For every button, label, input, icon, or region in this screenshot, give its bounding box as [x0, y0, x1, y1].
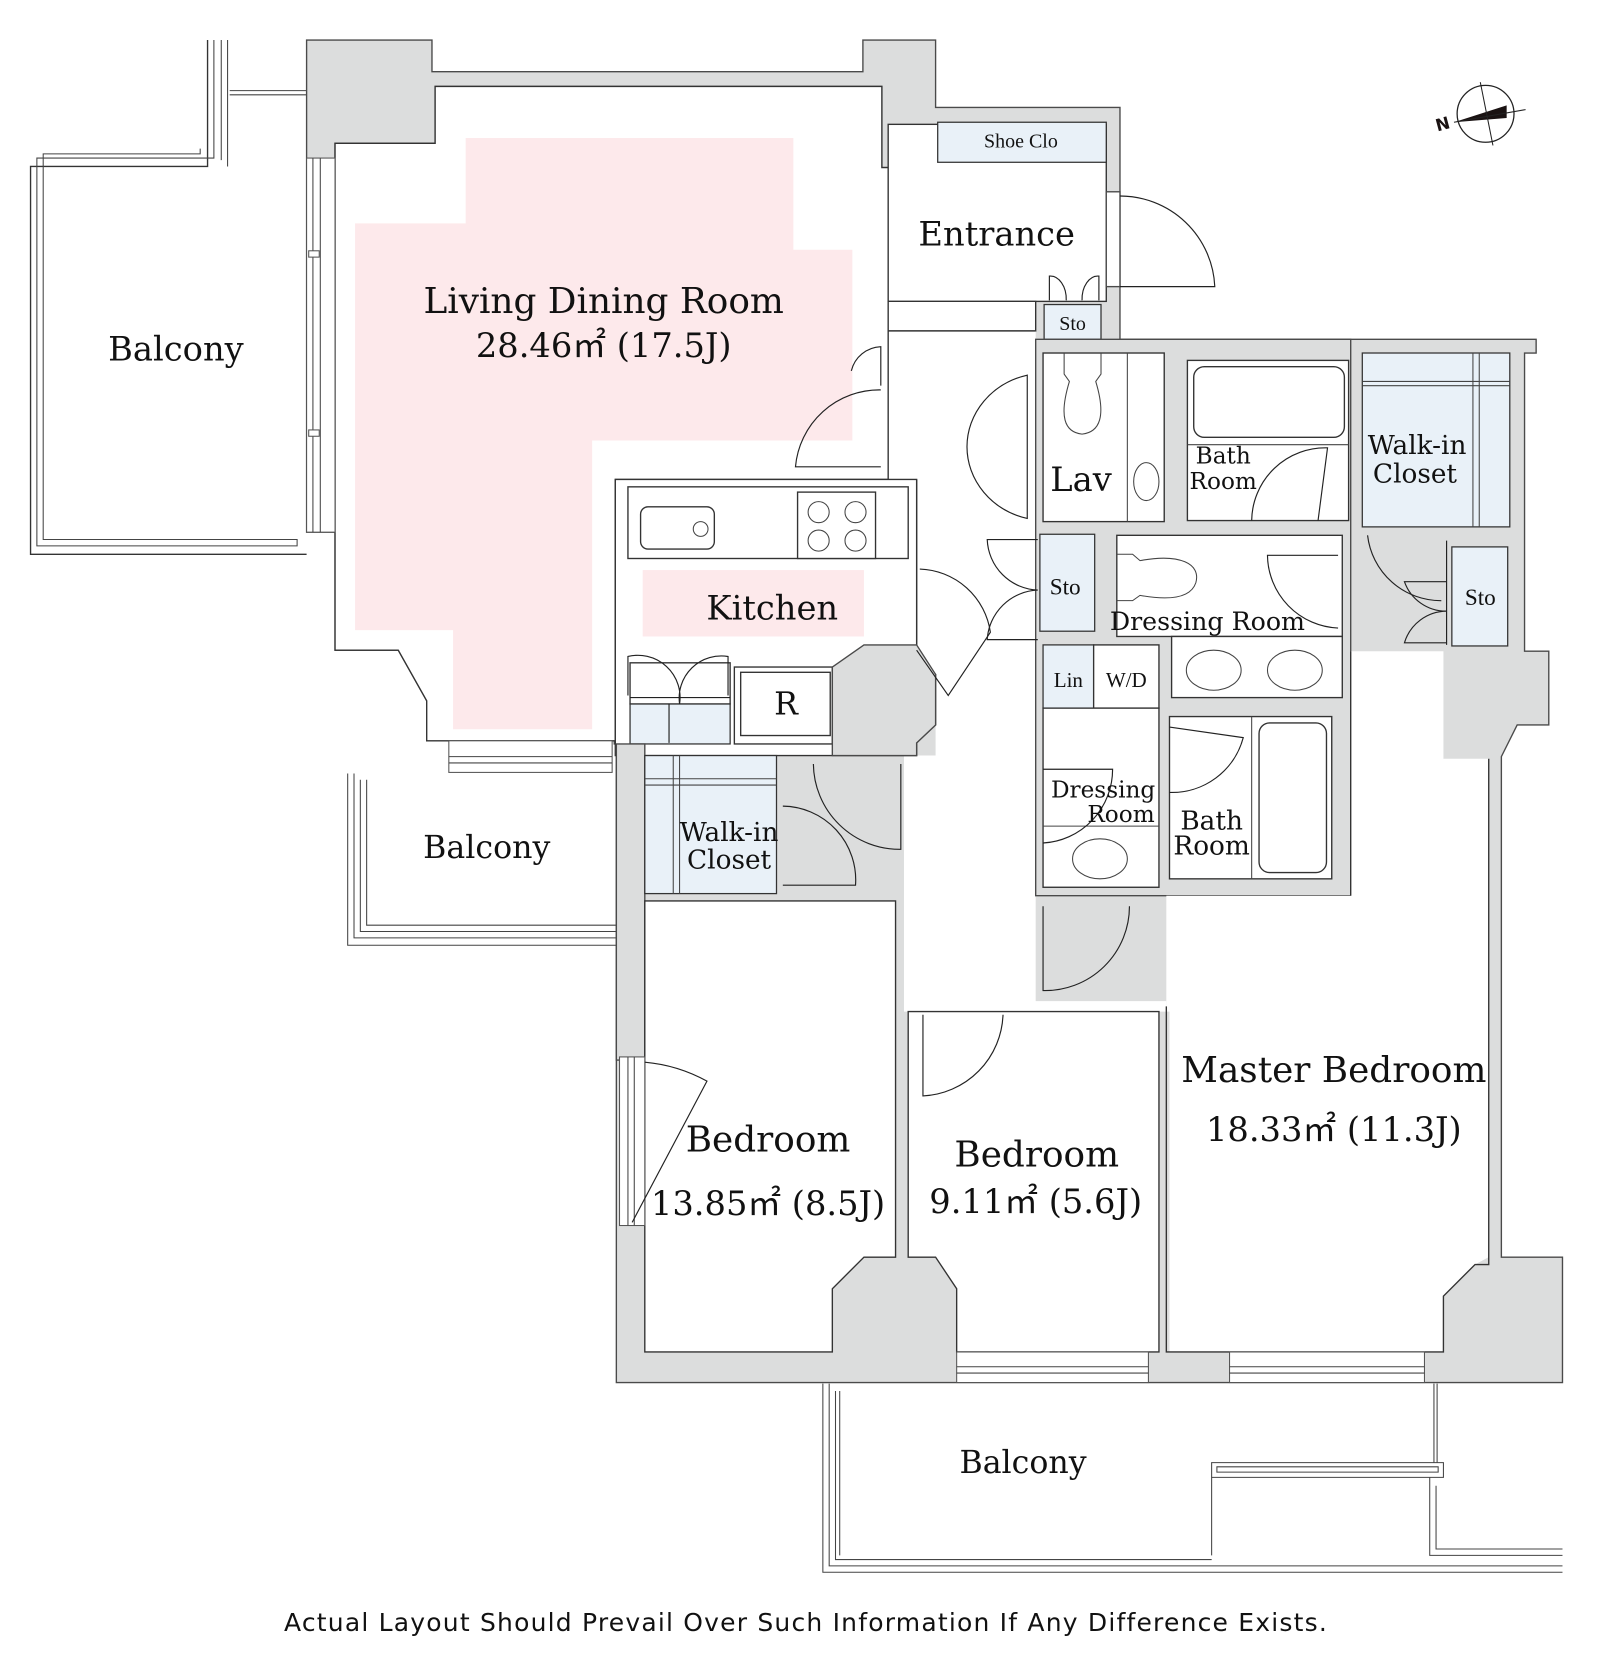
bath1-line1: Bath — [1196, 443, 1251, 470]
sto-master-label: Sto — [1465, 585, 1496, 611]
balcony-south-label: Balcony — [959, 1445, 1086, 1481]
wic-ne-line1: Walk-in — [1368, 431, 1467, 461]
north-arrow-icon: N — [1433, 82, 1526, 146]
ldr-area: 28.46㎡ (17.5J) — [476, 326, 732, 365]
dressing1-label: Dressing Room — [1110, 607, 1305, 636]
bedroom2-name: Bedroom — [954, 1135, 1119, 1176]
ldr-name: Living Dining Room — [424, 281, 784, 322]
bath2-line2: Room — [1173, 832, 1250, 862]
bedroom1-name: Bedroom — [686, 1120, 851, 1161]
dressing2-line1: Dressing — [1051, 777, 1155, 804]
bath-core: Lav Bath Room Sto Dressing Room Lin W/D … — [966, 338, 1352, 992]
balcony-south: Balcony — [822, 1383, 1563, 1573]
refrigerator-label: R — [774, 686, 799, 722]
master-name: Master Bedroom — [1181, 1050, 1486, 1091]
wic-west-line2: Closet — [687, 845, 772, 875]
washer-dryer-label: W/D — [1106, 668, 1147, 692]
kitchen-label: Kitchen — [706, 589, 838, 628]
wic-ne-line2: Closet — [1373, 460, 1458, 490]
sto-entrance-label: Sto — [1059, 313, 1086, 335]
walk-in-closet-west: Walk-in Closet — [615, 743, 902, 1061]
living-dining-room: Living Dining Room 28.46㎡ (17.5J) — [306, 85, 918, 773]
dressing2-line2: Room — [1087, 801, 1154, 828]
compass-label: N — [1433, 112, 1452, 135]
front-door — [1119, 195, 1216, 288]
lav-label: Lav — [1050, 460, 1112, 499]
entrance-label: Entrance — [918, 215, 1075, 254]
master-bedroom: Master Bedroom 18.33㎡ (11.3J) — [1165, 651, 1490, 1384]
walk-in-closet-ne: Walk-in Closet Sto — [1361, 352, 1511, 647]
linen-label: Lin — [1054, 668, 1084, 692]
balcony-west: Balcony — [29, 40, 307, 555]
balcony-mid: Balcony — [347, 773, 617, 946]
bath1-line2: Room — [1190, 468, 1257, 495]
sto-hall-label: Sto — [1050, 574, 1081, 600]
balcony-mid-label: Balcony — [423, 830, 550, 866]
bedroom1-area: 13.85㎡ (8.5J) — [651, 1184, 885, 1223]
master-area: 18.33㎡ (11.3J) — [1206, 1110, 1462, 1149]
wic-west-line1: Walk-in — [680, 818, 779, 848]
disclaimer-text: Actual Layout Should Prevail Over Such I… — [283, 1608, 1329, 1637]
bedroom-2: Bedroom 9.11㎡ (5.6J) — [907, 1010, 1160, 1384]
entrance: Shoe Clo Entrance Sto — [887, 121, 1216, 340]
bedroom2-area: 9.11㎡ (5.6J) — [929, 1182, 1142, 1221]
bedroom-1: Bedroom 13.85㎡ (8.5J) — [618, 900, 897, 1353]
bath2-line1: Bath — [1180, 806, 1243, 836]
shoe-closet — [937, 121, 1107, 163]
kitchen: Kitchen R — [614, 478, 991, 757]
shoe-closet-label: Shoe Clo — [984, 131, 1058, 153]
balcony-west-label: Balcony — [108, 329, 244, 368]
